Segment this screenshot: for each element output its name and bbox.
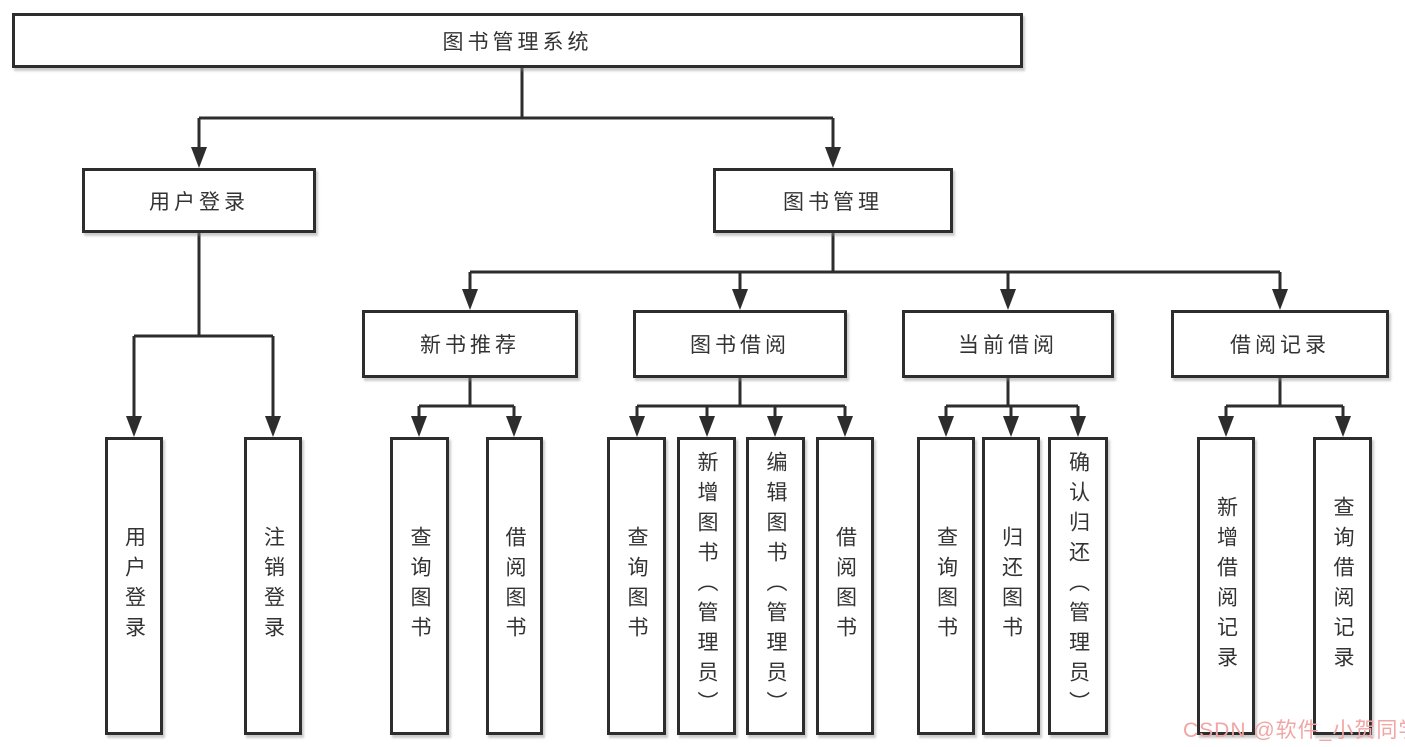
leaf-add-borrow-record: 新增借阅记录 xyxy=(1197,437,1255,735)
node-label: 用户登录 xyxy=(122,526,146,646)
leaf-query-borrow-record: 查询借阅记录 xyxy=(1313,437,1372,735)
arrowhead-icon xyxy=(837,416,853,437)
arrowhead-icon xyxy=(629,416,645,437)
node-library-management-system: 图书管理系统 xyxy=(12,13,1023,68)
node-label: 编辑图书（管理员） xyxy=(764,451,787,721)
node-label: 图书管理系统 xyxy=(442,30,593,54)
node-label: 用户登录 xyxy=(149,190,249,214)
node-label: 借阅图书 xyxy=(503,526,526,646)
leaf-query-books: 查询图书 xyxy=(917,437,975,735)
node-label: 新增借阅记录 xyxy=(1214,496,1238,676)
node-borrowing-records: 借阅记录 xyxy=(1171,310,1389,378)
leaf-borrow-books: 借阅图书 xyxy=(486,437,543,735)
arrowhead-icon xyxy=(506,416,522,437)
arrowhead-icon xyxy=(1218,416,1234,437)
node-label: 新书推荐 xyxy=(420,334,520,357)
leaf-user-login: 用户登录 xyxy=(105,437,163,735)
arrowhead-icon xyxy=(191,147,207,168)
leaf-confirm-return-admin: 确认归还（管理员） xyxy=(1048,437,1108,735)
node-label: 新增图书（管理员） xyxy=(695,451,718,721)
leaf-return-books: 归还图书 xyxy=(982,437,1040,735)
node-label: 图书借阅 xyxy=(690,334,790,357)
arrowhead-icon xyxy=(699,416,715,437)
arrowhead-icon xyxy=(1003,416,1019,437)
node-label: 确认归还（管理员） xyxy=(1066,451,1090,721)
leaf-query-books: 查询图书 xyxy=(390,437,449,735)
watermark: CSDN @软件_小贺同学 xyxy=(1183,719,1405,742)
arrowhead-icon xyxy=(411,416,427,437)
leaf-edit-books-admin: 编辑图书（管理员） xyxy=(746,437,805,735)
node-label: 归还图书 xyxy=(999,526,1023,646)
leaf-borrow-books: 借阅图书 xyxy=(816,437,874,735)
connector-path xyxy=(132,68,1345,421)
node-book-borrowing: 图书借阅 xyxy=(633,310,847,378)
node-label: 注销登录 xyxy=(261,526,285,646)
arrowhead-icon xyxy=(825,147,841,168)
node-label: 当前借阅 xyxy=(958,334,1058,357)
node-label: 查询借阅记录 xyxy=(1331,496,1354,676)
arrowhead-icon xyxy=(1000,289,1016,310)
node-label: 查询图书 xyxy=(934,526,958,646)
arrowhead-icon xyxy=(1070,416,1086,437)
node-label: 查询图书 xyxy=(625,526,648,646)
node-book-management: 图书管理 xyxy=(713,168,953,233)
leaf-query-books: 查询图书 xyxy=(607,437,666,735)
node-label: 查询图书 xyxy=(408,526,431,646)
arrowhead-icon xyxy=(1335,416,1351,437)
arrowhead-icon xyxy=(1272,289,1288,310)
node-label: 借阅图书 xyxy=(833,526,857,646)
arrowhead-icon xyxy=(462,289,478,310)
node-label: 借阅记录 xyxy=(1230,334,1330,357)
arrowhead-icon xyxy=(126,416,142,437)
node-current-borrowing: 当前借阅 xyxy=(902,310,1114,378)
arrowhead-icon xyxy=(265,416,281,437)
arrowhead-icon xyxy=(767,416,783,437)
arrowhead-icon xyxy=(938,416,954,437)
node-new-book-recommendation: 新书推荐 xyxy=(362,310,578,378)
node-label: 图书管理 xyxy=(783,190,883,214)
leaf-add-books-admin: 新增图书（管理员） xyxy=(677,437,736,735)
node-user-login: 用户登录 xyxy=(82,168,316,233)
leaf-logout: 注销登录 xyxy=(244,437,302,735)
arrowhead-icon xyxy=(732,289,748,310)
